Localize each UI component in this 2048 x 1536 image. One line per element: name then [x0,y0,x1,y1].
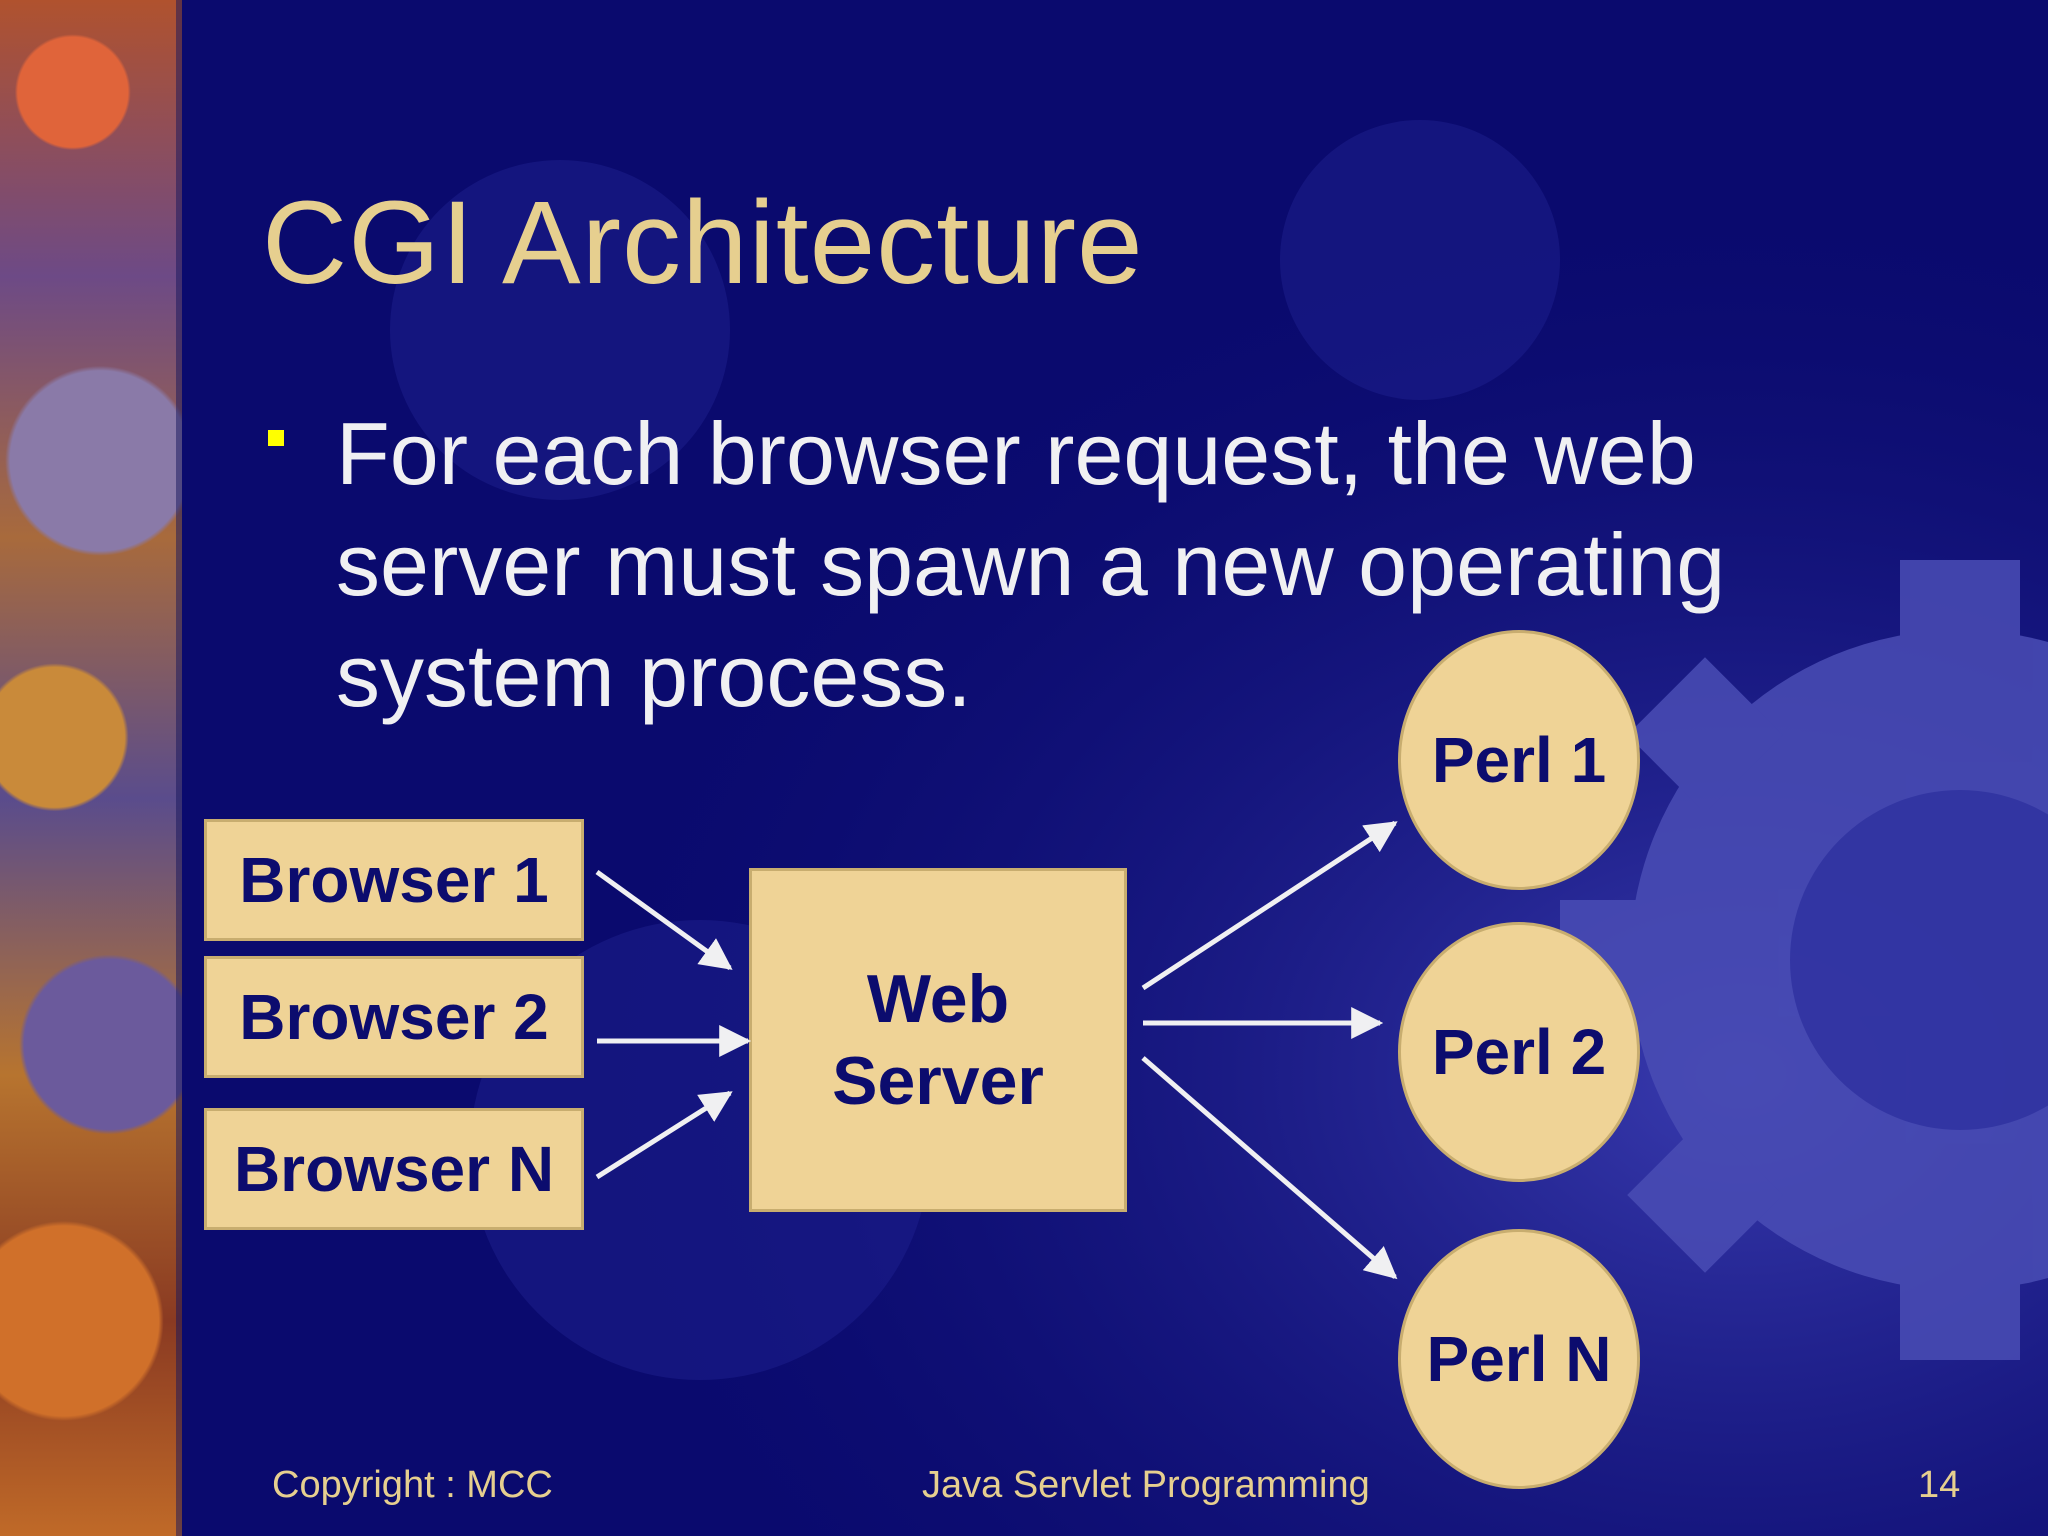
browser-n-box: Browser N [204,1108,584,1230]
footer-copyright: Copyright : MCC [272,1464,553,1506]
browser-2-box: Browser 2 [204,956,584,1078]
web-server-box: Web Server [749,868,1127,1212]
web-server-label-line1: Web [866,961,1010,1037]
perl-1-process: Perl 1 [1398,630,1640,890]
decorative-side-strip [0,0,182,1536]
web-server-label-line2: Server [832,1043,1044,1119]
footer-course-title: Java Servlet Programming [922,1464,1370,1506]
browser-1-box: Browser 1 [204,819,584,941]
bullet-marker-icon [268,430,284,446]
footer-page-number: 14 [1918,1464,1961,1506]
bullet-text: For each browser request, the web server… [336,404,1726,725]
perl-n-process: Perl N [1398,1229,1640,1489]
perl-2-process: Perl 2 [1398,922,1640,1182]
side-strip-edge [176,0,182,1536]
slide-title: CGI Architecture [262,177,1144,309]
